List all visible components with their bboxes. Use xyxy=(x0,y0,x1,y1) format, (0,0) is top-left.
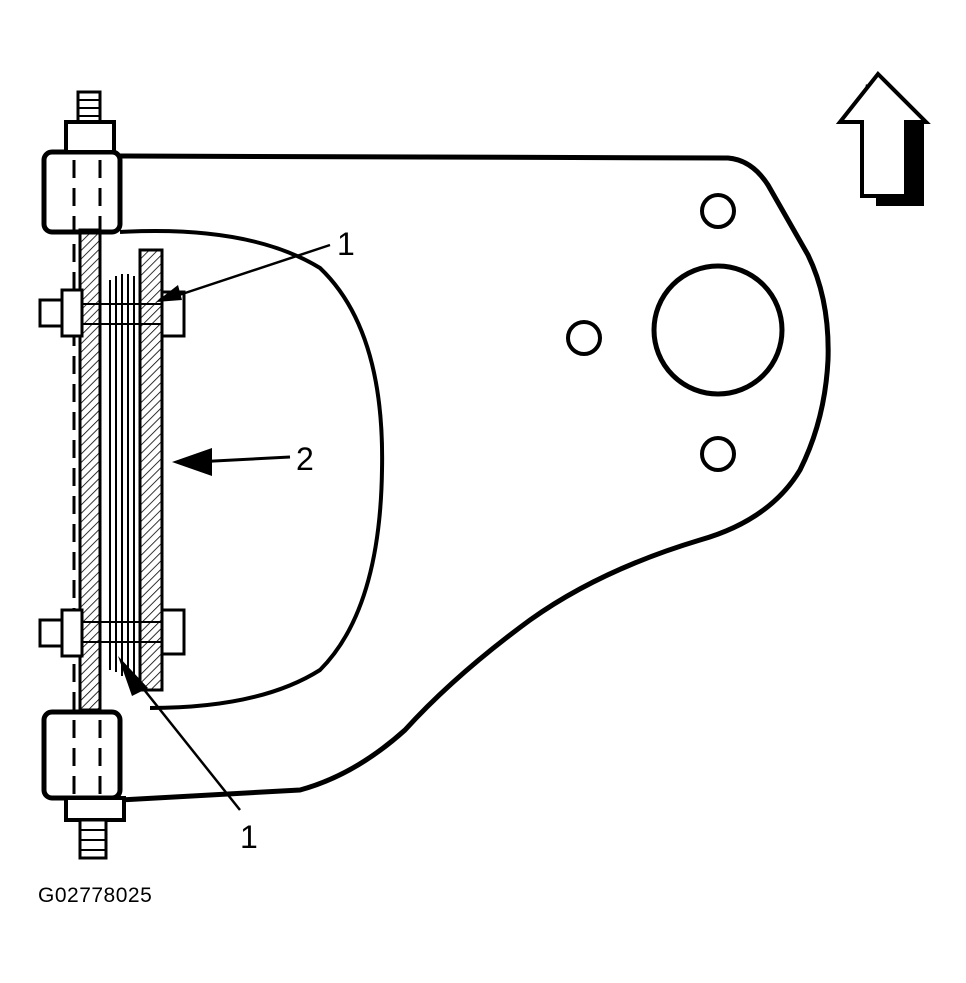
figure-id: G02778025 xyxy=(38,884,153,907)
upper-bolt-head xyxy=(38,298,64,328)
mounting-hole-bottom xyxy=(700,436,736,472)
mounting-hole-left xyxy=(566,320,602,356)
callout-1-bottom-arrowhead xyxy=(118,656,148,696)
mounting-hole-top xyxy=(700,193,736,229)
pivot-shaft xyxy=(78,228,102,712)
bushing-cutout-curve xyxy=(119,229,385,710)
callout-1-top-leader xyxy=(169,243,331,300)
control-arm-outline xyxy=(117,153,831,803)
lower-bushing-housing xyxy=(41,709,123,801)
ball-joint-hole xyxy=(651,263,785,397)
upper-bolt-body xyxy=(60,288,84,338)
callout-2: 2 xyxy=(296,441,314,477)
callout-2-arrowhead xyxy=(172,448,212,476)
callout-1-top: 1 xyxy=(337,226,355,262)
front-direction-arrow-icon xyxy=(835,70,931,206)
lower-bolt-nut xyxy=(160,608,186,656)
lower-bolt-head xyxy=(38,618,64,648)
callout-1-bottom: 1 xyxy=(240,819,258,855)
upper-nut xyxy=(64,120,116,154)
frame-bracket xyxy=(138,248,164,692)
callout-1-bottom-leader xyxy=(129,671,241,811)
shim-pack xyxy=(109,274,135,684)
callout-1-top-arrowhead xyxy=(156,285,182,302)
upper-bushing-housing xyxy=(41,149,123,235)
lower-nut xyxy=(64,796,126,822)
lower-bolt-body xyxy=(60,608,84,658)
